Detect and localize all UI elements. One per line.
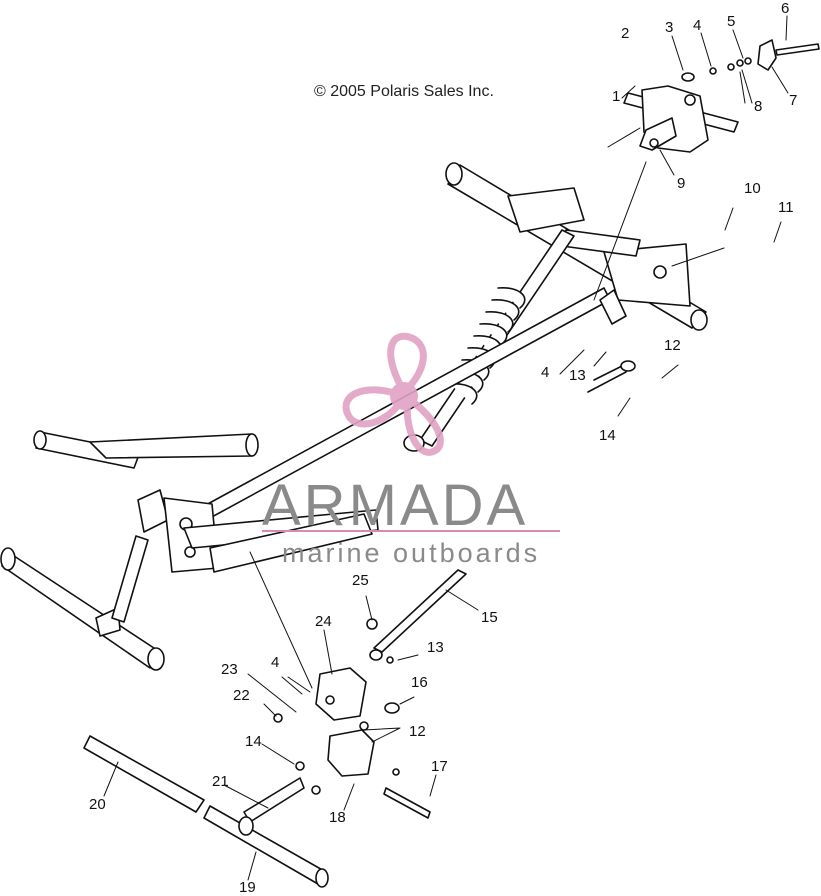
callout-8: 8	[754, 98, 763, 115]
callout-15: 15	[481, 609, 498, 626]
callout-2: 2	[621, 25, 630, 42]
callout-14: 14	[599, 427, 616, 444]
callout-25: 25	[352, 572, 369, 589]
callout-7: 7	[789, 92, 798, 109]
watermark-rule	[262, 530, 560, 532]
callout-12-lower: 12	[409, 723, 426, 740]
callout-10: 10	[744, 180, 761, 197]
callout-13-lower: 13	[427, 639, 444, 656]
callout-14-lower: 14	[245, 733, 262, 750]
lower-crossbars	[83, 735, 329, 888]
callout-13: 13	[569, 367, 586, 384]
callout-4-mid: 4	[541, 364, 550, 381]
watermark-tagline: marine outboards	[282, 538, 541, 568]
callout-19: 19	[239, 879, 256, 896]
callout-3: 3	[665, 19, 674, 36]
callout-12: 12	[664, 337, 681, 354]
callout-17: 17	[431, 758, 448, 775]
callout-16: 16	[411, 674, 428, 691]
callout-1: 1	[612, 88, 621, 105]
callout-5: 5	[727, 13, 736, 30]
callout-24: 24	[315, 613, 332, 630]
callout-4: 4	[693, 17, 702, 34]
callout-22: 22	[233, 687, 250, 704]
upper-mount-bracket	[623, 39, 820, 153]
copyright-notice: © 2005 Polaris Sales Inc.	[314, 83, 494, 100]
callout-6: 6	[781, 0, 790, 17]
callout-11: 11	[778, 199, 794, 216]
callout-21: 21	[212, 773, 229, 790]
callout-23: 23	[221, 661, 238, 678]
rear-crossbar	[445, 162, 708, 331]
watermark-brand: ARMADA	[262, 473, 529, 538]
front-left-assembly	[0, 430, 379, 671]
callout-4-lower: 4	[271, 654, 280, 671]
propeller-logo	[342, 332, 444, 456]
callout-18: 18	[329, 809, 346, 826]
lower-link-assembly	[273, 569, 467, 819]
callout-20: 20	[89, 796, 106, 813]
leader-lines	[103, 15, 789, 881]
callout-9: 9	[677, 175, 686, 192]
